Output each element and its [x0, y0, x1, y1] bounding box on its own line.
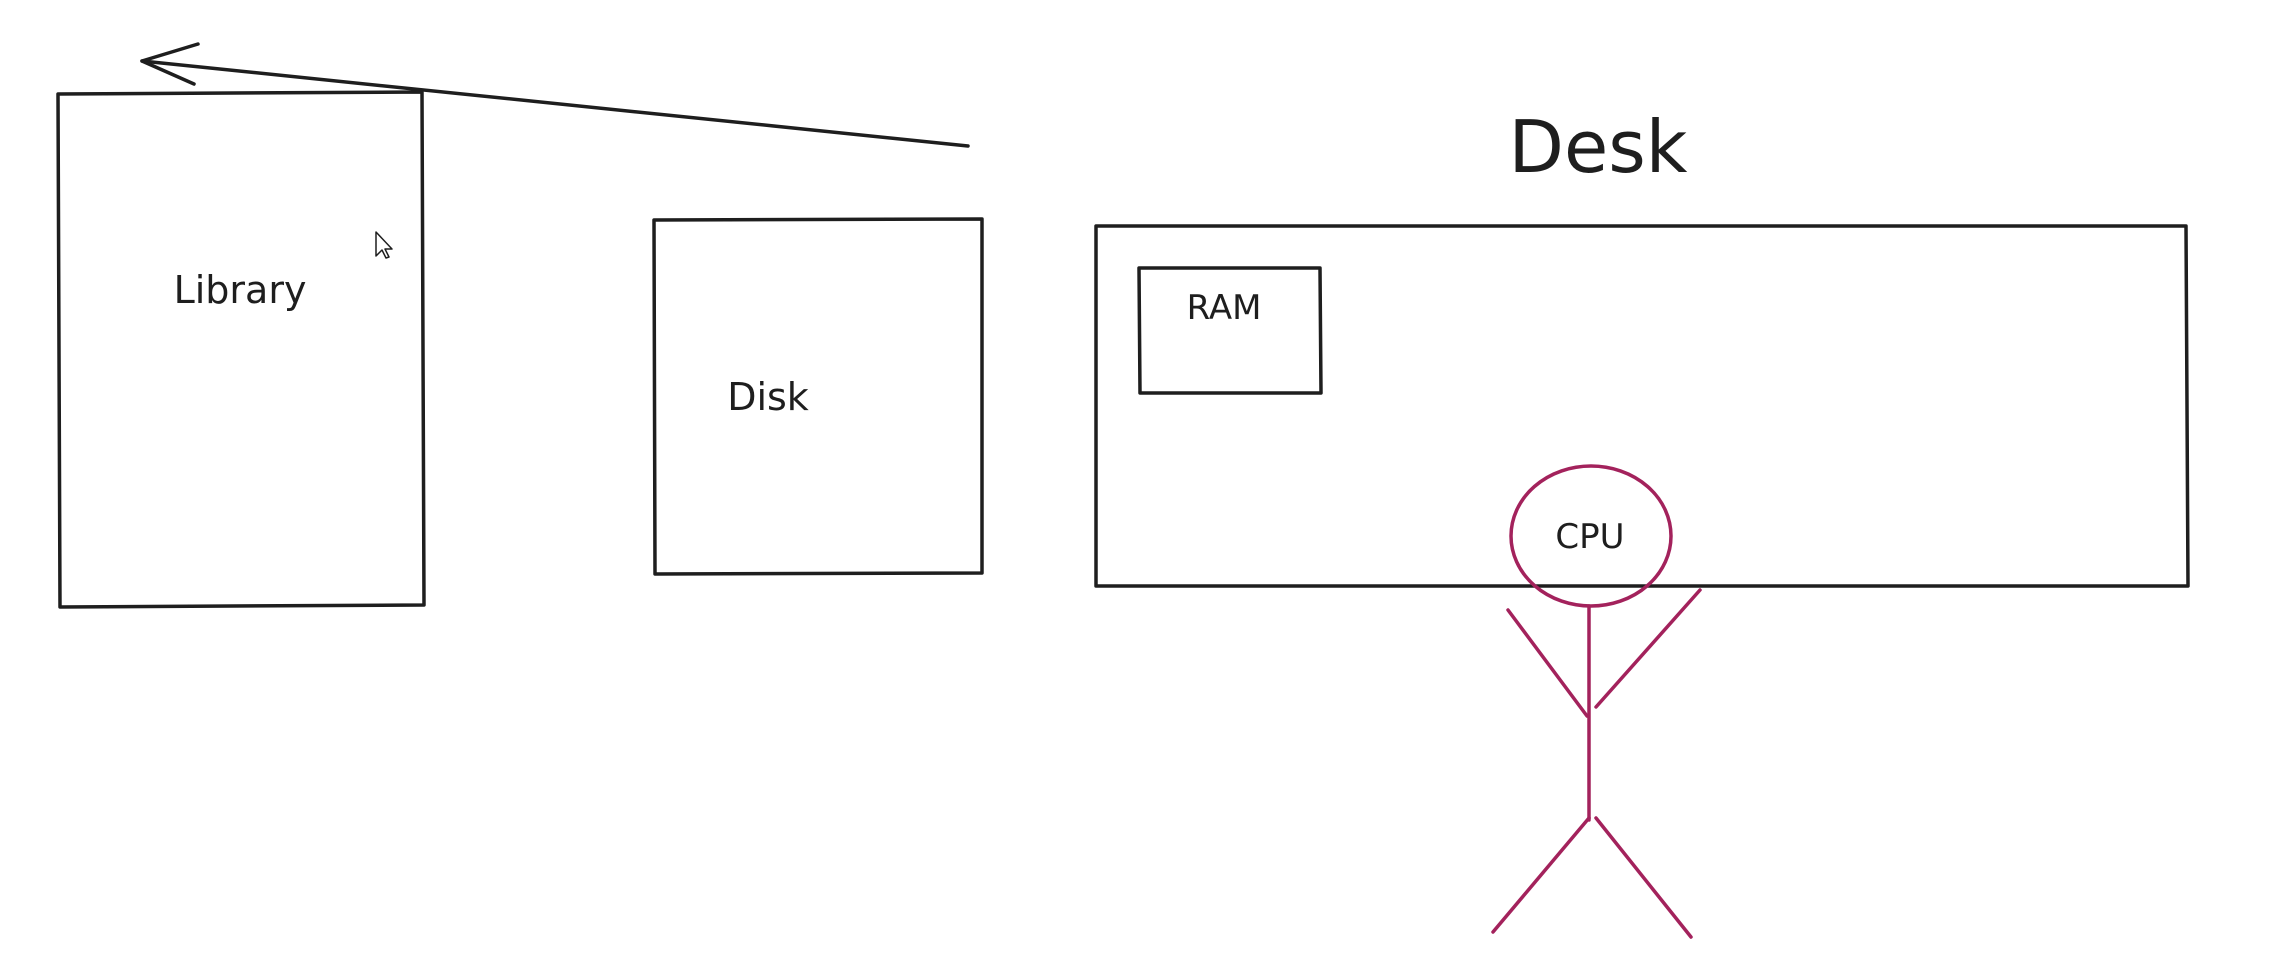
library-label: Library — [174, 268, 307, 312]
cpu-right-arm — [1594, 588, 1702, 709]
cpu-right-leg — [1594, 816, 1693, 939]
ram-box — [1137, 266, 1323, 395]
cpu-left-arm — [1506, 608, 1589, 718]
desk-node[interactable] — [1094, 224, 2190, 588]
cpu-label: CPU — [1555, 517, 1624, 557]
ram-label: RAM — [1187, 288, 1262, 328]
arrow-shaft — [140, 59, 970, 148]
desk-box — [1094, 224, 2190, 588]
library-node[interactable]: Library — [56, 90, 426, 609]
disk-label: Disk — [727, 375, 809, 419]
cpu-head — [1509, 464, 1673, 608]
ram-node[interactable]: RAM — [1137, 266, 1323, 395]
desk-title: Desk — [1509, 105, 1688, 189]
library-box — [56, 90, 426, 609]
cpu-person[interactable]: CPU — [1491, 464, 1702, 939]
arrow-head — [140, 42, 200, 86]
arrow-icon — [140, 42, 970, 148]
cpu-left-leg — [1491, 816, 1591, 934]
mouse-pointer-icon — [375, 231, 393, 259]
disk-node[interactable]: Disk — [652, 217, 984, 576]
disk-box — [652, 217, 984, 576]
